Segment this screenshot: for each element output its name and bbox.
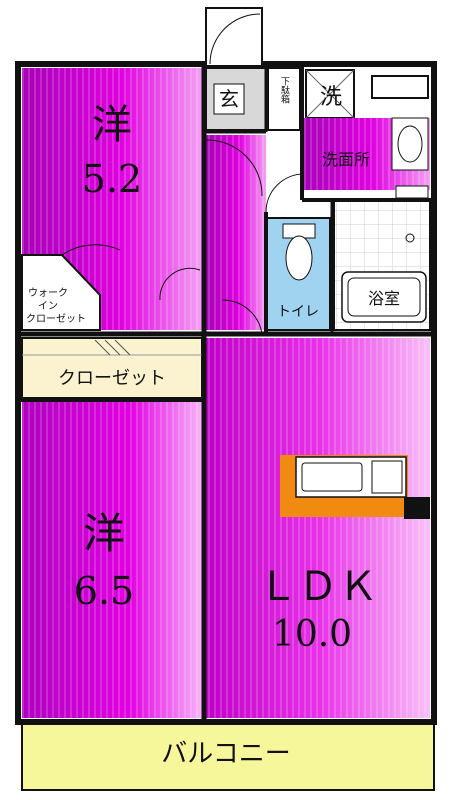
walls — [15, 61, 437, 725]
bath: 浴室 — [333, 199, 431, 331]
balcony: バルコニー — [21, 721, 435, 791]
western-room-2-size: 6.5 — [74, 569, 134, 613]
bath-label: 浴室 — [368, 289, 400, 308]
washroom: 洗面所 — [302, 75, 430, 199]
entrance: 玄 — [205, 67, 267, 131]
ldk-size: 10.0 — [272, 614, 352, 655]
western-room-1-size: 5.2 — [82, 157, 142, 201]
hallway — [206, 135, 266, 330]
western-room-2 — [22, 400, 202, 718]
door-swings — [61, 7, 305, 335]
walk-in-closet-label-3: クローゼット — [26, 313, 86, 325]
walk-in-closet-label-1: ウォーク — [28, 287, 68, 299]
ldk-name: ＬＤＫ — [258, 564, 378, 610]
kitchen-counter — [280, 455, 430, 519]
washroom-label: 洗面所 — [322, 150, 370, 169]
closet: クローゼット — [21, 337, 203, 399]
walk-in-closet-label-2: イン — [38, 301, 58, 312]
balcony-label: バルコニー — [161, 739, 290, 769]
closet-label: クローゼット — [58, 368, 166, 389]
entrance-label: 玄 — [219, 87, 239, 111]
washer-space: 洗 — [305, 69, 355, 119]
walk-in-closet: ウォーク イン クローゼット — [21, 254, 101, 331]
western-room-1-name: 洋 — [92, 102, 132, 148]
toilet-label: トイレ — [277, 304, 319, 320]
western-room-2-name: 洋 — [83, 509, 125, 558]
shoe-box: 下駄箱 — [267, 67, 301, 131]
ldk-room — [206, 338, 430, 718]
shoe-box-label: 下駄箱 — [279, 77, 290, 105]
washer-label: 洗 — [320, 85, 342, 110]
toilet: トイレ — [265, 217, 331, 331]
